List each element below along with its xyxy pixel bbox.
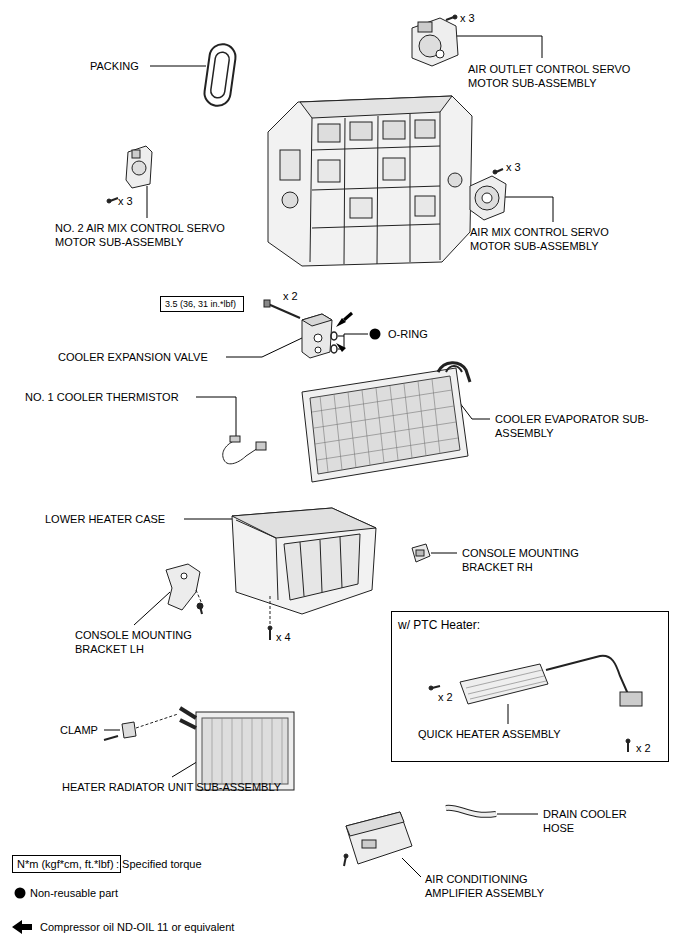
leader-line xyxy=(508,704,509,724)
part-name: AIR CONDITIONING AMPLIFIER ASSEMBLY xyxy=(425,872,570,900)
drain-hose xyxy=(446,808,496,815)
part-name: QUICK HEATER ASSEMBLY xyxy=(418,727,561,741)
heater-case xyxy=(268,96,472,266)
part-name: HEATER RADIATOR UNIT SUB-ASSEMBLY xyxy=(62,780,281,794)
quantity: x 2 xyxy=(636,741,651,755)
part-name: PACKING xyxy=(90,59,139,73)
leader-line xyxy=(338,336,344,337)
leader-line xyxy=(503,197,553,222)
servo-motor xyxy=(107,146,152,203)
legend-text: Non-reusable part xyxy=(30,886,118,900)
leader-line xyxy=(134,592,170,625)
leader-line xyxy=(147,186,148,218)
part-name: AIR OUTLET CONTROL SERVO MOTOR SUB-ASSEM… xyxy=(468,62,658,90)
legend-torque-box: N*m (kgf*cm, ft.*lbf) xyxy=(12,855,121,873)
leader-line xyxy=(184,519,240,520)
cooler-thermistor xyxy=(223,436,266,464)
part-name: CONSOLE MOUNTING BRACKET LH xyxy=(75,628,220,656)
quantity: x 3 xyxy=(118,194,133,208)
screw xyxy=(268,596,272,640)
part-name: DRAIN COOLER HOSE xyxy=(543,807,648,835)
leader-line xyxy=(431,553,457,554)
leader-line xyxy=(150,66,206,67)
ac-amplifier xyxy=(344,812,412,866)
box-text: w/ PTC Heater: xyxy=(398,618,480,633)
legend-text: Compressor oil ND-OIL 11 or equivalent xyxy=(40,920,234,934)
part-name: NO. 2 AIR MIX CONTROL SERVO MOTOR SUB-AS… xyxy=(55,221,255,249)
quantity: x 3 xyxy=(506,160,521,174)
clamp xyxy=(104,714,178,740)
leader-line xyxy=(344,334,368,335)
part-name: NO. 1 COOLER THERMISTOR xyxy=(25,390,179,404)
quantity: x 4 xyxy=(276,630,291,644)
o-ring xyxy=(331,332,337,353)
quantity: x 3 xyxy=(460,11,475,25)
leader-line xyxy=(104,730,120,731)
legend-text: : Specified torque xyxy=(116,857,202,871)
leader-line xyxy=(196,397,236,437)
part-name: COOLER EXPANSION VALVE xyxy=(58,350,208,364)
torque-box: 3.5 (36, 31 in.*lbf) xyxy=(160,296,244,312)
non-reusable-dot xyxy=(15,888,26,899)
quantity: x 2 xyxy=(283,289,298,303)
expansion-valve xyxy=(302,314,332,358)
bolt xyxy=(264,300,300,318)
non-reusable-dot xyxy=(370,329,381,340)
servo-motor xyxy=(470,169,506,220)
oil-arrow xyxy=(336,313,352,352)
leader-line xyxy=(226,338,302,357)
leader-line xyxy=(452,36,542,58)
part-name: AIR MIX CONTROL SERVO MOTOR SUB-ASSEMBLY xyxy=(470,225,638,253)
heater-radiator xyxy=(180,708,294,790)
part-name: CONSOLE MOUNTING BRACKET RH xyxy=(462,546,607,574)
quantity: x 2 xyxy=(438,690,453,704)
leader-line xyxy=(497,814,538,815)
console-bracket xyxy=(412,544,430,562)
part-name: COOLER EVAPORATOR SUB-ASSEMBLY xyxy=(495,412,670,440)
console-bracket xyxy=(166,564,203,614)
lower-heater-case xyxy=(232,508,376,614)
leader-line xyxy=(402,858,421,877)
drain-hose xyxy=(446,808,496,815)
packing xyxy=(203,42,237,107)
part-name: LOWER HEATER CASE xyxy=(45,512,165,526)
part-name: CLAMP xyxy=(60,723,98,737)
box-text: 3.5 (36, 31 in.*lbf) xyxy=(165,298,236,310)
part-name: O-RING xyxy=(388,327,428,341)
oil-arrow xyxy=(12,920,32,934)
box-text: N*m (kgf*cm, ft.*lbf) xyxy=(17,857,114,871)
servo-motor xyxy=(412,15,458,66)
panel-border xyxy=(392,612,669,762)
cooler-evaporator xyxy=(302,363,470,482)
